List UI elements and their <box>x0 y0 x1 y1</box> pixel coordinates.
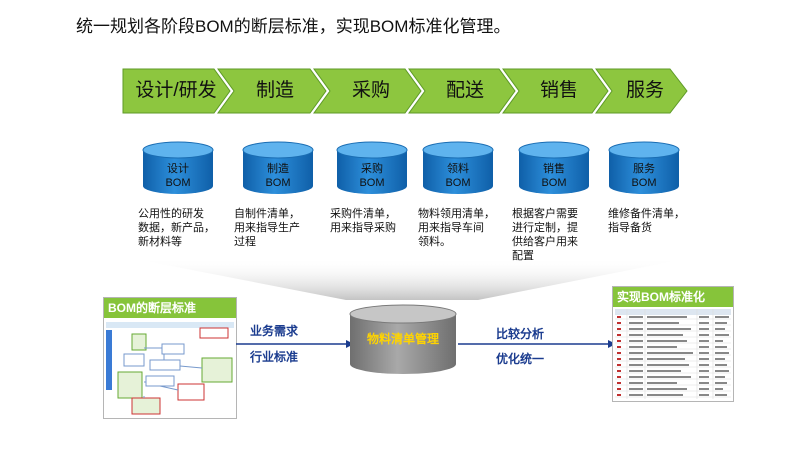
bom-cylinder-sales: 销售 BOM <box>518 141 590 195</box>
bom-label-picking-line1: 领料 <box>447 163 469 175</box>
stage-chevron-3 <box>313 68 422 114</box>
bom-desc-service-line: 维修备件清单， <box>608 208 685 220</box>
center-cylinder-label: 物料清单管理 <box>366 332 439 346</box>
stage-label-sales: 销售 <box>539 80 578 101</box>
bom-label-manufacture-line1: 制造 <box>267 163 289 175</box>
bom-cylinder-design: 设计 BOM <box>142 141 214 195</box>
bom-desc-purchase-line: 采购件清单， <box>330 208 396 220</box>
page-title: 统一规划各阶段BOM的断层标准，实现BOM标准化管理。 <box>76 17 511 36</box>
right-panel-title: 实现BOM标准化 <box>613 287 733 307</box>
bom-cylinder-purchase: 采购 BOM <box>336 141 408 195</box>
stage-chevron-4 <box>408 68 516 114</box>
bom-label-purchase-line2: BOM <box>359 177 385 189</box>
bom-desc-design: 公用性的研发 数据，新产品， 新材料等 <box>138 207 226 249</box>
bom-desc-sales-line: 根据客户需要 <box>512 208 578 220</box>
bom-desc-manufacture-line: 用来指导生产 <box>234 222 300 234</box>
bom-label-picking-line2: BOM <box>445 177 471 189</box>
right-panel-table <box>615 309 731 399</box>
stage-chevron-6 <box>595 68 688 114</box>
bom-label-service-line1: 服务 <box>633 163 655 175</box>
bom-desc-manufacture: 自制件清单， 用来指导生产 过程 <box>234 207 322 249</box>
stage-label-design: 设计/研发 <box>135 80 217 101</box>
bom-desc-service: 维修备件清单， 指导备货 <box>608 207 696 235</box>
bom-label-service-line2: BOM <box>631 177 657 189</box>
bom-label-design-line2: BOM <box>165 177 191 189</box>
bom-cylinder-picking: 领料 BOM <box>422 141 494 195</box>
bom-label-sales-line2: BOM <box>541 177 567 189</box>
bom-desc-service-line: 指导备货 <box>608 222 652 234</box>
bom-cylinder-service: 服务 BOM <box>608 141 680 195</box>
stage-chevron-1 <box>122 68 231 114</box>
right-arrow <box>458 340 616 348</box>
bom-desc-picking-line: 用来指导车间 <box>418 222 484 234</box>
bom-desc-design-line: 公用性的研发 <box>138 208 204 220</box>
center-cylinder: 物料清单管理 <box>349 304 457 376</box>
stage-label-delivery: 配送 <box>445 80 484 101</box>
bom-desc-manufacture-line: 自制件清单， <box>234 208 300 220</box>
bom-desc-sales-line: 进行定制，提 <box>512 222 578 234</box>
bom-label-sales-line1: 销售 <box>543 163 565 175</box>
bom-desc-design-line: 新材料等 <box>138 236 182 248</box>
left-panel-title: BOM的断层标准 <box>104 298 236 318</box>
left-arrow-label-top: 业务需求 <box>250 324 299 338</box>
bom-label-manufacture-line2: BOM <box>265 177 291 189</box>
bom-desc-picking-line: 物料领用清单， <box>418 208 495 220</box>
bom-desc-picking-line: 领料。 <box>418 236 451 248</box>
bom-desc-design-line: 数据，新产品， <box>138 222 215 234</box>
left-arrow-label-bottom: 行业标准 <box>250 350 299 364</box>
bom-cylinder-manufacture: 制造 BOM <box>242 141 314 195</box>
left-arrow <box>236 340 354 348</box>
bom-desc-sales: 根据客户需要 进行定制，提 供给客户用来 配置 <box>512 207 600 263</box>
bom-label-design-line1: 设计 <box>167 163 189 175</box>
bom-desc-manufacture-line: 过程 <box>234 236 256 248</box>
stage-chevron-5 <box>502 68 609 114</box>
bom-desc-purchase: 采购件清单， 用来指导采购 <box>330 207 418 235</box>
bom-label-purchase-line1: 采购 <box>361 163 383 175</box>
right-arrow-label-bottom: 优化统一 <box>496 352 545 366</box>
stage-label-purchase: 采购 <box>351 80 390 101</box>
stage-chevron-bar: 设计/研发 制造 采购 配送 销售 服务 <box>122 68 688 114</box>
left-panel-diagram <box>106 322 234 415</box>
left-panel-bom-standard: BOM的断层标准 <box>103 297 237 419</box>
right-panel-bom-standardized: 实现BOM标准化 <box>612 286 734 402</box>
bom-desc-picking: 物料领用清单， 用来指导车间 领料。 <box>418 207 506 249</box>
bom-desc-sales-line: 供给客户用来 <box>512 236 578 248</box>
stage-chevron-2 <box>217 68 327 114</box>
right-arrow-label-top: 比较分析 <box>496 327 545 341</box>
bom-desc-sales-line: 配置 <box>512 250 534 262</box>
bom-desc-purchase-line: 用来指导采购 <box>330 222 396 234</box>
stage-label-service: 服务 <box>625 80 664 101</box>
stage-label-manufacture: 制造 <box>255 80 294 101</box>
